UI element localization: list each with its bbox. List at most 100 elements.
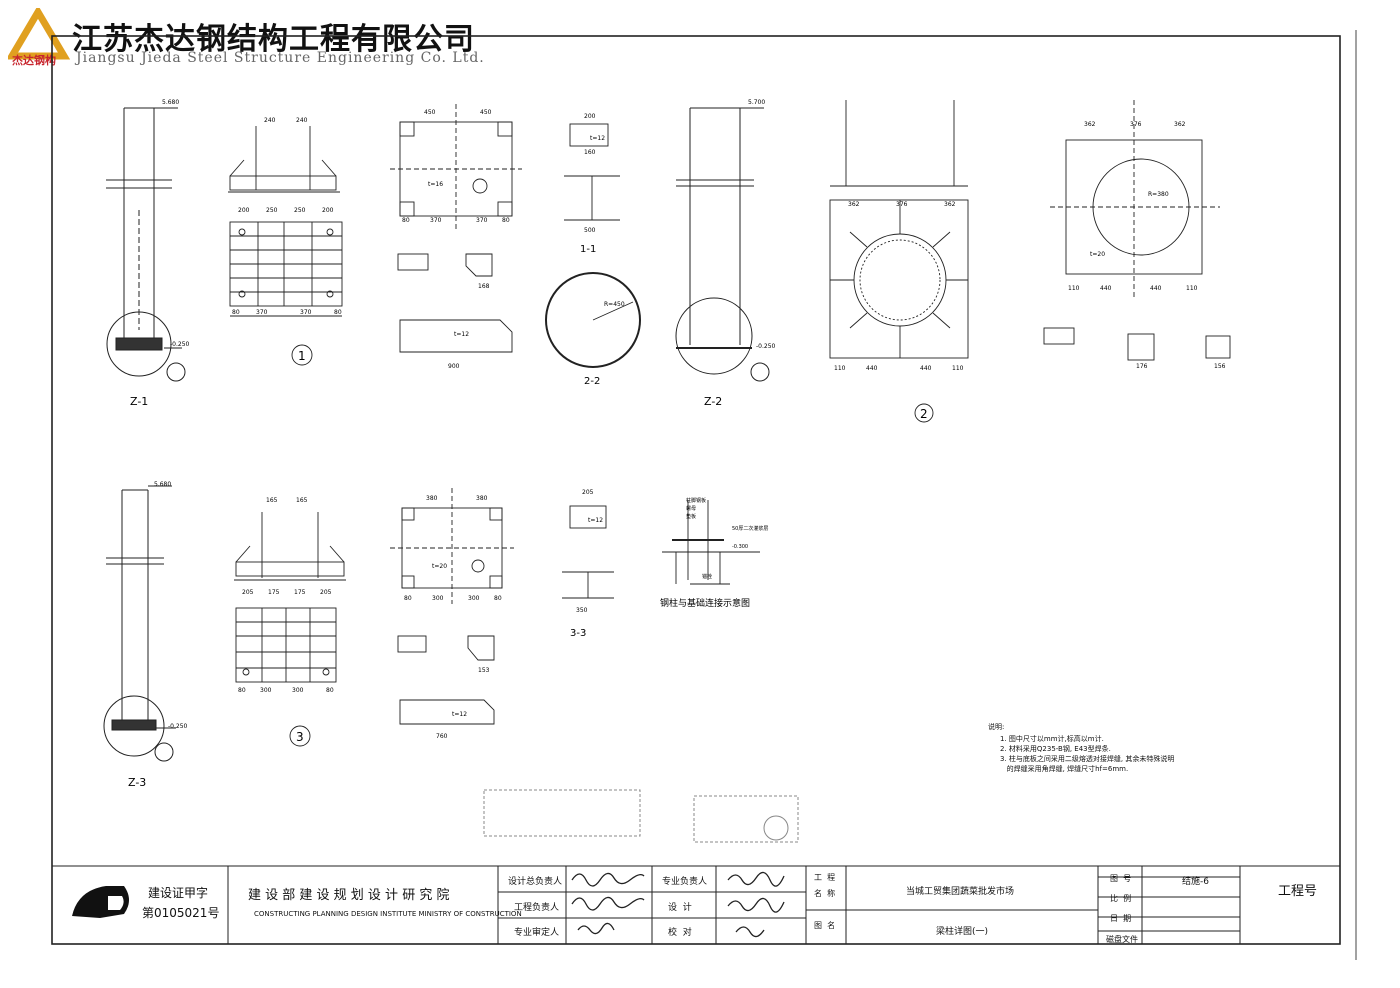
- detail-2-label: 2: [920, 407, 928, 421]
- small-dim-156: 156: [1214, 363, 1226, 370]
- small-dim-168: 168: [478, 283, 490, 290]
- svg-text:柱脚钢板: 柱脚钢板: [686, 497, 706, 504]
- connection-title: 钢柱与基础连接示意图: [660, 597, 750, 609]
- z3-label: Z-3: [128, 776, 146, 789]
- role-project-lead: 工程负责人: [514, 903, 560, 913]
- field-scale: 比 例: [1110, 894, 1132, 903]
- svg-text:440: 440: [1100, 285, 1112, 292]
- notes-title: 说明:: [988, 723, 1005, 731]
- svg-text:205: 205: [242, 589, 254, 596]
- svg-text:80: 80: [494, 595, 502, 602]
- svg-text:370: 370: [476, 217, 488, 224]
- logo-text: 杰达钢构: [12, 54, 56, 67]
- svg-text:450: 450: [424, 109, 436, 116]
- institute-cn: 建 设 部 建 设 规 划 设 计 研 究 院: [248, 888, 450, 903]
- z1-bot-elev: -0.250: [170, 341, 190, 348]
- s11-label: 1-1: [580, 244, 596, 255]
- svg-text:80: 80: [238, 687, 246, 694]
- svg-text:锚栓: 锚栓: [702, 573, 712, 580]
- company-header: 杰达钢构 江苏杰达钢结构工程有限公司 Jiangsu Jieda Steel S…: [0, 0, 1400, 72]
- plate-12-thick: t=12: [452, 711, 467, 718]
- svg-text:110: 110: [834, 365, 846, 372]
- company-name-cn: 江苏杰达钢结构工程有限公司: [72, 22, 475, 57]
- connection-schematic: [662, 500, 760, 585]
- svg-text:370: 370: [256, 309, 268, 316]
- svg-text:110: 110: [952, 365, 964, 372]
- plate-5-dim-w: 200: [584, 113, 596, 120]
- svg-text:165: 165: [266, 497, 278, 504]
- role-reviewer: 专业审定人: [514, 928, 560, 938]
- svg-text:376: 376: [1130, 121, 1142, 128]
- svg-text:80: 80: [402, 217, 410, 224]
- role-chief-designer: 设计总负责人: [508, 877, 563, 887]
- svg-text:370: 370: [430, 217, 442, 224]
- svg-text:440: 440: [1150, 285, 1162, 292]
- svg-text:300: 300: [468, 595, 480, 602]
- svg-text:80: 80: [502, 217, 510, 224]
- svg-text:175: 175: [268, 589, 280, 596]
- drawing-label: 图 名: [814, 921, 836, 930]
- svg-text:440: 440: [920, 365, 932, 372]
- notes-line-4: 的焊缝采用角焊缝, 焊缝尺寸hf=6mm.: [1000, 765, 1129, 773]
- s11-width: 500: [584, 227, 596, 234]
- signatures: [571, 871, 785, 938]
- approval-stamps: [483, 789, 799, 843]
- column-z3: [103, 485, 176, 762]
- svg-text:362: 362: [1084, 121, 1096, 128]
- cert-no: 第0105021号: [142, 906, 220, 920]
- plate-9: [390, 488, 514, 604]
- z1-top-elev: 5.680: [162, 99, 179, 106]
- detail-3: [234, 512, 346, 747]
- notes-line-3: 3. 柱与底板之间采用二级熔透对接焊缝, 其余未特殊说明: [1000, 755, 1175, 763]
- small-dim-153: 153: [478, 667, 490, 674]
- svg-text:380: 380: [426, 495, 438, 502]
- title-block-frame: [51, 865, 1341, 945]
- svg-text:80: 80: [326, 687, 334, 694]
- plate-6-dims: 362 376 362 110 440 440 110 t=20 R=380: [1068, 121, 1198, 292]
- svg-text:50厚二次灌浆层: 50厚二次灌浆层: [732, 525, 768, 532]
- svg-text:t=20: t=20: [1090, 251, 1105, 258]
- plate-6: [1050, 100, 1220, 300]
- svg-text:240: 240: [296, 117, 308, 124]
- project-label-a: 工 程: [814, 873, 836, 882]
- plate-12-width: 760: [436, 733, 448, 740]
- notes-line-2: 2. 材料采用Q235-B钢, E43型焊条.: [1000, 745, 1111, 753]
- svg-text:362: 362: [848, 201, 860, 208]
- drawing-name: 梁柱详图(一): [936, 927, 989, 937]
- svg-text:370: 370: [300, 309, 312, 316]
- svg-text:376: 376: [896, 201, 908, 208]
- sheet-border: [51, 35, 1341, 945]
- svg-text:-0.300: -0.300: [732, 544, 748, 550]
- svg-text:110: 110: [1186, 285, 1198, 292]
- z2-top-elev: 5.700: [748, 99, 765, 106]
- svg-text:200: 200: [238, 207, 250, 214]
- svg-text:t=16: t=16: [428, 181, 443, 188]
- section-2-2-ring: [545, 272, 641, 368]
- z2-label: Z-2: [704, 395, 722, 408]
- column-z2: [675, 107, 770, 382]
- svg-text:80: 80: [334, 309, 342, 316]
- svg-text:200: 200: [322, 207, 334, 214]
- field-disk-file: 磁盘文件: [1106, 935, 1138, 944]
- svg-text:250: 250: [266, 207, 278, 214]
- svg-text:R=380: R=380: [1148, 191, 1169, 198]
- svg-text:240: 240: [264, 117, 276, 124]
- detail-2: [829, 100, 969, 423]
- svg-text:362: 362: [1174, 121, 1186, 128]
- plate-13-dim: 205: [582, 489, 594, 496]
- field-date: 日 期: [1110, 914, 1132, 923]
- company-logo: [8, 8, 70, 60]
- s33-label: 3-3: [570, 628, 586, 639]
- institute-en: CONSTRUCTING PLANNING DESIGN INSTITUTE M…: [254, 910, 522, 918]
- plate-1: [390, 104, 522, 230]
- project-name: 当城工贸集团蔬菜批发市场: [906, 887, 1015, 897]
- plate-5: [564, 123, 620, 221]
- plate-13-thick: t=12: [588, 517, 603, 524]
- z1-label: Z-1: [130, 395, 148, 408]
- svg-text:110: 110: [1068, 285, 1080, 292]
- cert-label: 建设证甲字: [148, 886, 209, 900]
